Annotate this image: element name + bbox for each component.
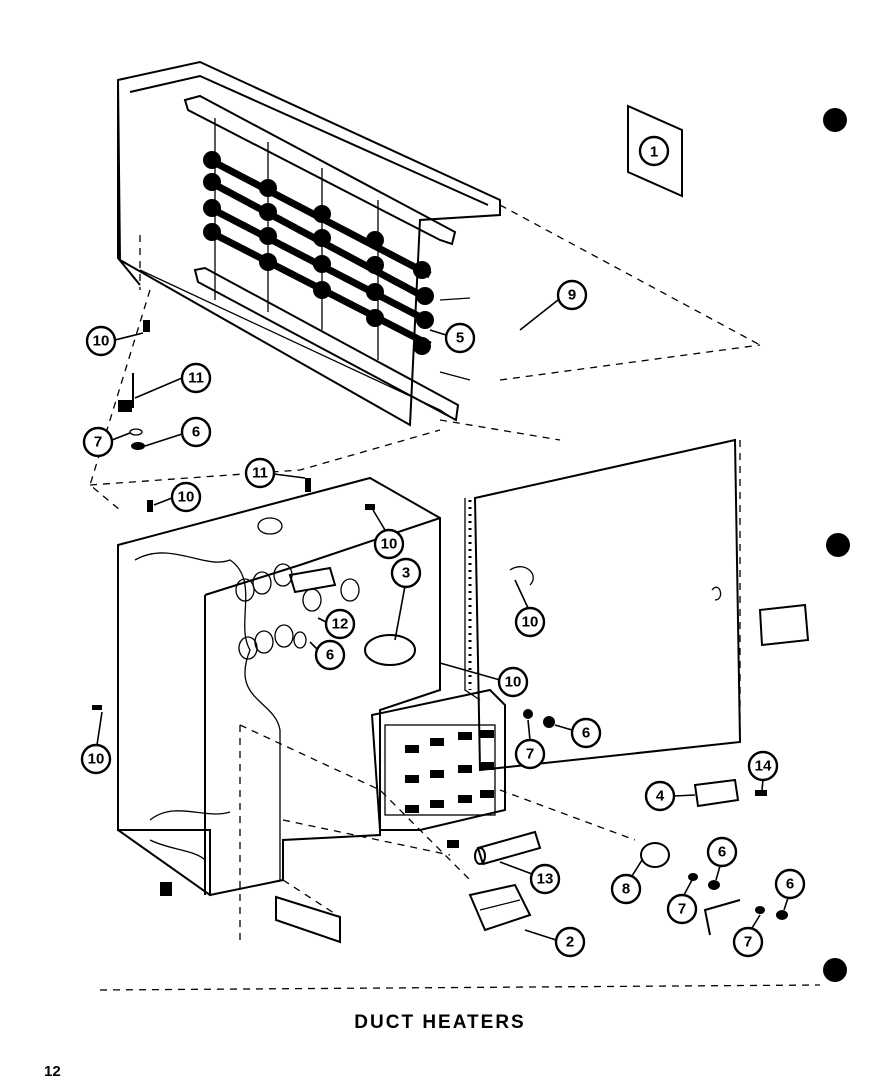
callout-10-e: 10 — [514, 579, 546, 638]
callout-14: 14 — [747, 750, 779, 791]
svg-text:7: 7 — [744, 934, 752, 951]
callout-7-a: 7 — [82, 426, 131, 458]
callout-2: 2 — [524, 926, 586, 958]
callout-6-c: 6 — [554, 717, 602, 749]
callout-10-d: 10 — [439, 662, 529, 698]
callout-7-d: 7 — [732, 914, 764, 958]
svg-text:10: 10 — [381, 536, 398, 553]
svg-text:11: 11 — [188, 370, 204, 387]
svg-text:7: 7 — [678, 901, 686, 918]
heater-element-assembly — [116, 60, 501, 427]
svg-text:11: 11 — [252, 465, 268, 482]
svg-text:6: 6 — [786, 876, 794, 893]
fuse-block — [370, 688, 506, 848]
punch-hole-mark — [826, 533, 850, 557]
callout-10-c: 10 — [372, 509, 405, 560]
svg-text:3: 3 — [402, 565, 410, 582]
callout-7-c: 7 — [666, 879, 698, 925]
callout-4: 4 — [644, 780, 696, 812]
svg-text:7: 7 — [94, 434, 102, 451]
callout-9-top: 9 — [519, 279, 588, 331]
callout-10-a: 10 — [85, 325, 144, 357]
svg-text:8: 8 — [622, 881, 630, 898]
page-number: 12 — [44, 1063, 61, 1080]
callout-8: 8 — [610, 859, 643, 905]
svg-text:10: 10 — [522, 614, 539, 631]
callout-10-b: 10 — [153, 481, 202, 513]
callout-12: 12 — [317, 608, 356, 640]
callout-6-e: 6 — [774, 868, 806, 911]
callout-3: 3 — [390, 557, 422, 641]
svg-text:6: 6 — [582, 725, 590, 742]
access-panel — [464, 438, 810, 772]
svg-text:2: 2 — [566, 934, 574, 951]
callout-10-f: 10 — [80, 711, 112, 775]
svg-text:6: 6 — [192, 424, 200, 441]
svg-text:12: 12 — [332, 616, 349, 633]
hardware-upper-left — [118, 320, 150, 450]
svg-text:9: 9 — [568, 287, 576, 304]
punch-hole-mark — [823, 108, 847, 132]
heater-coils — [203, 151, 434, 355]
callout-13: 13 — [499, 861, 561, 895]
callout-6-b: 6 — [309, 639, 346, 671]
svg-text:10: 10 — [505, 674, 522, 691]
svg-text:7: 7 — [526, 746, 534, 763]
callout-11-b: 11 — [244, 457, 306, 489]
heater-cabinet — [92, 476, 441, 897]
svg-text:4: 4 — [656, 788, 665, 805]
punch-hole-mark — [823, 958, 847, 982]
key-symbol-card: 1 — [627, 104, 683, 198]
svg-text:6: 6 — [718, 844, 726, 861]
svg-text:13: 13 — [537, 871, 554, 888]
lower-components — [275, 709, 788, 944]
svg-text:10: 10 — [178, 489, 195, 506]
callout-7-b: 7 — [514, 719, 546, 770]
callout-6-d: 6 — [706, 836, 738, 881]
callout-5-top: 5 — [429, 322, 476, 354]
diagram-caption: DUCT HEATERS — [354, 1012, 526, 1033]
key-symbol-label: 1 — [650, 144, 658, 161]
callout-11-a: 11 — [134, 362, 212, 399]
svg-text:10: 10 — [93, 333, 110, 350]
callout-6-a: 6 — [144, 416, 212, 448]
svg-text:6: 6 — [326, 647, 334, 664]
svg-text:14: 14 — [755, 758, 772, 775]
svg-text:10: 10 — [88, 751, 105, 768]
svg-text:5: 5 — [456, 330, 464, 347]
